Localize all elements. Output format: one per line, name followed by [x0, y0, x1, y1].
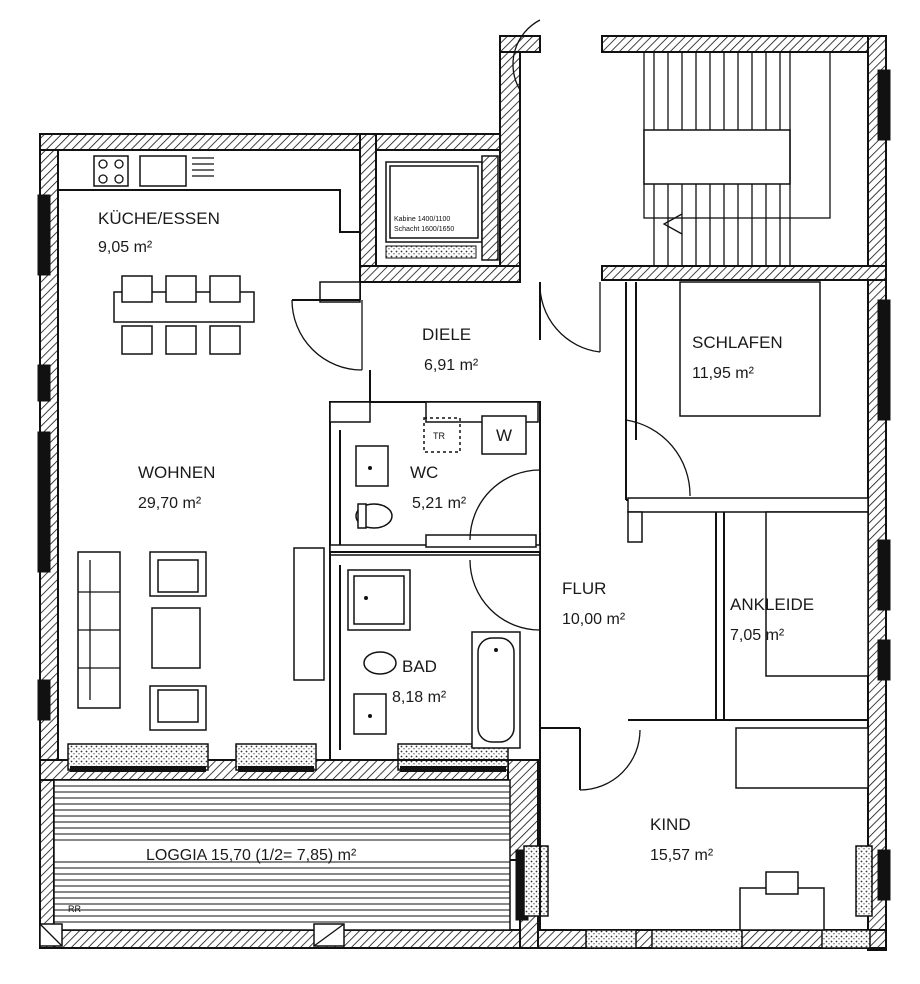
rain-pipe-label: RR — [68, 904, 81, 914]
room-name-kueche: KÜCHE/ESSEN — [98, 209, 220, 228]
bath-fixtures — [347, 569, 521, 749]
living-furniture — [77, 551, 207, 731]
windows — [37, 69, 891, 949]
door-swings — [291, 19, 691, 791]
room-name-wohnen: WOHNEN — [138, 463, 215, 482]
washer-label: W — [496, 426, 512, 445]
wc-fixtures: TR W — [355, 415, 527, 529]
room-name-bad: BAD — [402, 657, 437, 676]
loggia-label: LOGGIA 15,70 (1/2= 7,85) m² — [146, 847, 357, 864]
room-name-flur: FLUR — [562, 579, 606, 598]
room-area-wohnen: 29,70 m² — [138, 495, 202, 512]
room-area-diele: 6,91 m² — [424, 357, 479, 374]
room-labels: KÜCHE/ESSEN 9,05 m² DIELE 6,91 m² SCHLAF… — [98, 209, 814, 864]
room-name-diele: DIELE — [422, 325, 471, 344]
room-name-ankleide: ANKLEIDE — [730, 595, 814, 614]
kitchen-furniture — [93, 155, 214, 187]
room-area-kind: 15,57 m² — [650, 847, 714, 864]
room-area-kueche: 9,05 m² — [98, 239, 153, 256]
dryer-label: TR — [433, 431, 445, 441]
interior-walls — [58, 189, 869, 930]
room-area-bad: 8,18 m² — [392, 689, 447, 706]
room-area-ankleide: 7,05 m² — [730, 627, 785, 644]
stairwell — [643, 51, 831, 266]
elevator-shaft-label: Schacht 1600/1650 — [394, 226, 454, 233]
room-area-flur: 10,00 m² — [562, 611, 626, 628]
room-area-wc: 5,21 m² — [412, 495, 467, 512]
elevator: Kabine 1400/1100 Schacht 1600/1650 — [385, 155, 499, 261]
dining-table — [113, 275, 255, 355]
elevator-cabin-label: Kabine 1400/1100 — [394, 216, 450, 223]
room-name-schlafen: SCHLAFEN — [692, 333, 783, 352]
beds — [679, 281, 869, 931]
room-name-kind: KIND — [650, 815, 691, 834]
room-area-schlafen: 11,95 m² — [692, 365, 755, 382]
room-name-wc: WC — [410, 463, 438, 482]
loggia-decking: RR — [39, 779, 511, 947]
